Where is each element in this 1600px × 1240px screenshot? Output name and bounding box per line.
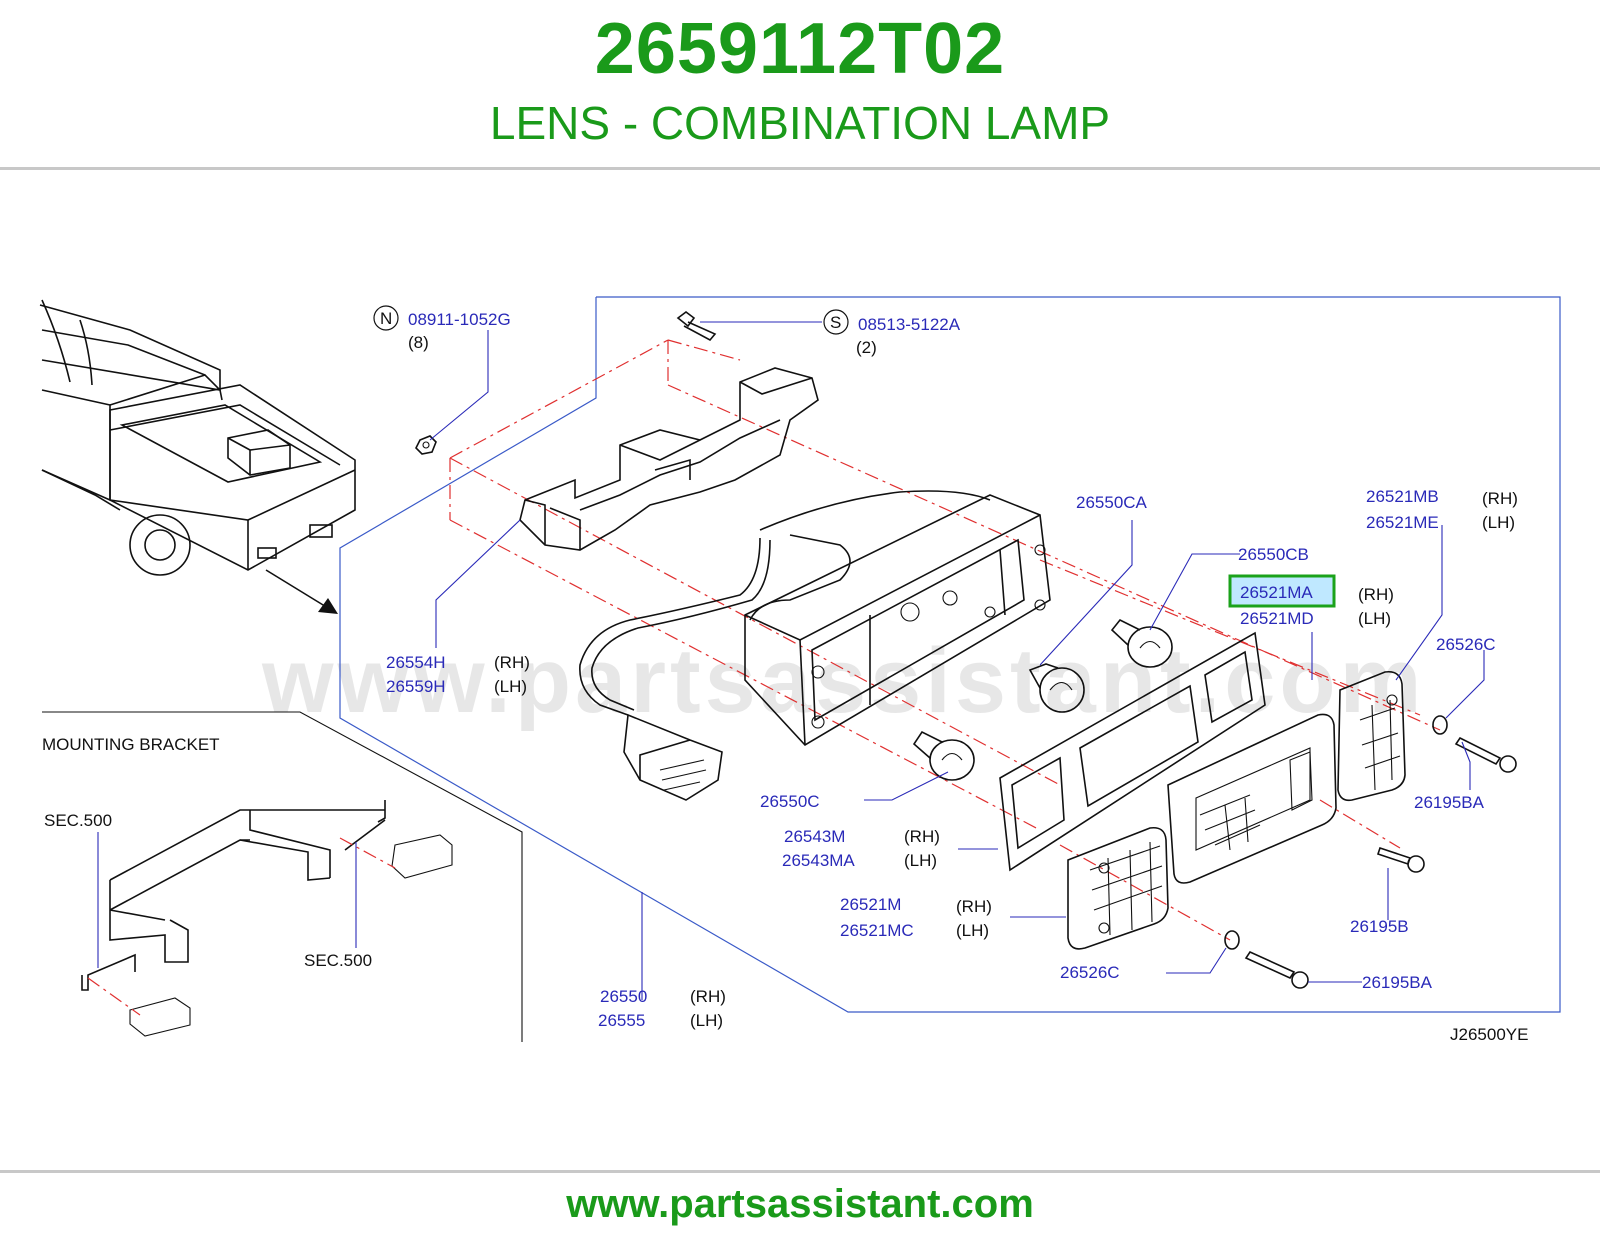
washer-26526C-upper	[1432, 715, 1448, 735]
part-link-26555[interactable]: 26555	[598, 1011, 645, 1030]
page-header: 2659112T02 LENS - COMBINATION LAMP	[0, 0, 1600, 170]
bulb-26550C	[912, 730, 975, 781]
bulb-26550CB	[1110, 618, 1173, 668]
side-26521ME: (LH)	[1482, 513, 1515, 532]
part-link-26543MA[interactable]: 26543MA	[782, 851, 855, 870]
part-number-title: 2659112T02	[594, 9, 1006, 89]
part-link-26195BA-upper[interactable]: 26195BA	[1414, 793, 1485, 812]
diagram-code: J26500YE	[1450, 1025, 1528, 1044]
lens-26521MA	[1167, 713, 1337, 884]
inset-title: MOUNTING BRACKET	[42, 735, 220, 754]
part-link-26543M[interactable]: 26543M	[784, 827, 845, 846]
nut-quantity: (8)	[408, 333, 429, 352]
screw-quantity: (2)	[856, 338, 877, 357]
lens-26521MB	[1337, 670, 1406, 802]
footer-website[interactable]: www.partsassistant.com	[566, 1182, 1034, 1226]
side-26554H: (RH)	[494, 653, 530, 672]
sec-500-label-left: SEC.500	[44, 811, 112, 830]
assembly-frame	[339, 296, 1561, 1013]
part-link-26550[interactable]: 26550	[600, 987, 647, 1006]
sec-500-label-right: SEC.500	[304, 951, 372, 970]
highlight-26521MA	[1228, 574, 1336, 608]
screw-26195B	[1376, 846, 1425, 873]
screw-symbol-circle	[823, 309, 849, 335]
header-divider	[0, 167, 1600, 170]
bracket-dash-2	[87, 977, 141, 1016]
direction-arrow	[265, 569, 329, 609]
side-26559H: (LH)	[494, 677, 527, 696]
side-26521MA: (RH)	[1358, 585, 1394, 604]
screw-08513-5122A	[676, 311, 717, 342]
part-link-08911-1052G[interactable]: 08911-1052G	[408, 310, 511, 329]
part-link-26554H[interactable]: 26554H	[386, 653, 446, 672]
part-link-26521M[interactable]: 26521M	[840, 895, 901, 914]
part-link-26521MC[interactable]: 26521MC	[840, 921, 914, 940]
part-link-26559H[interactable]: 26559H	[386, 677, 446, 696]
inset-divider	[42, 711, 523, 1042]
screw-symbol: S	[830, 313, 841, 332]
side-26521M: (RH)	[956, 897, 992, 916]
part-link-08513-5122A[interactable]: 08513-5122A	[858, 315, 961, 334]
part-link-26521ME[interactable]: 26521ME	[1366, 513, 1439, 532]
part-link-26550CB[interactable]: 26550CB	[1238, 545, 1309, 564]
side-26550: (RH)	[690, 987, 726, 1006]
truck-illustration	[39, 299, 356, 576]
lens-26521M	[1067, 826, 1169, 950]
screw-26195BA-upper	[1454, 736, 1517, 773]
side-26543MA: (LH)	[904, 851, 937, 870]
part-link-26521MD[interactable]: 26521MD	[1240, 609, 1314, 628]
part-link-26526C-upper[interactable]: 26526C	[1436, 635, 1496, 654]
part-link-26195BA-lower[interactable]: 26195BA	[1362, 973, 1433, 992]
side-26521MC: (LH)	[956, 921, 989, 940]
part-link-26521MB[interactable]: 26521MB	[1366, 487, 1439, 506]
screw-26195BA-lower	[1244, 950, 1309, 989]
mounting-bracket-illustration	[81, 800, 453, 1037]
part-link-26195B[interactable]: 26195B	[1350, 917, 1409, 936]
nut-08911-1052G	[415, 435, 437, 455]
callout-leaders	[429, 321, 1485, 1000]
footer-divider	[0, 1170, 1600, 1173]
side-26555: (LH)	[690, 1011, 723, 1030]
nut-symbol-circle	[373, 305, 399, 331]
lamp-housing-26550	[579, 490, 1051, 801]
side-26521MD: (LH)	[1358, 609, 1391, 628]
bulb-26550CA	[1028, 663, 1085, 713]
washer-26526C-lower	[1224, 930, 1240, 950]
bracket-dash-1	[339, 837, 396, 869]
watermark-text: www.partsassistant.com	[261, 630, 1425, 732]
part-link-26550C[interactable]: 26550C	[760, 792, 820, 811]
part-link-26521MA[interactable]: 26521MA	[1240, 583, 1313, 602]
side-26543M: (RH)	[904, 827, 940, 846]
nut-symbol: N	[380, 309, 392, 328]
bracket-26554H	[519, 367, 819, 551]
part-link-26550CA[interactable]: 26550CA	[1076, 493, 1148, 512]
part-description-title: LENS - COMBINATION LAMP	[489, 97, 1111, 149]
direction-arrow-head	[318, 598, 338, 614]
side-26521MB: (RH)	[1482, 489, 1518, 508]
part-link-26526C-lower[interactable]: 26526C	[1060, 963, 1120, 982]
gasket-26543M	[999, 631, 1266, 872]
